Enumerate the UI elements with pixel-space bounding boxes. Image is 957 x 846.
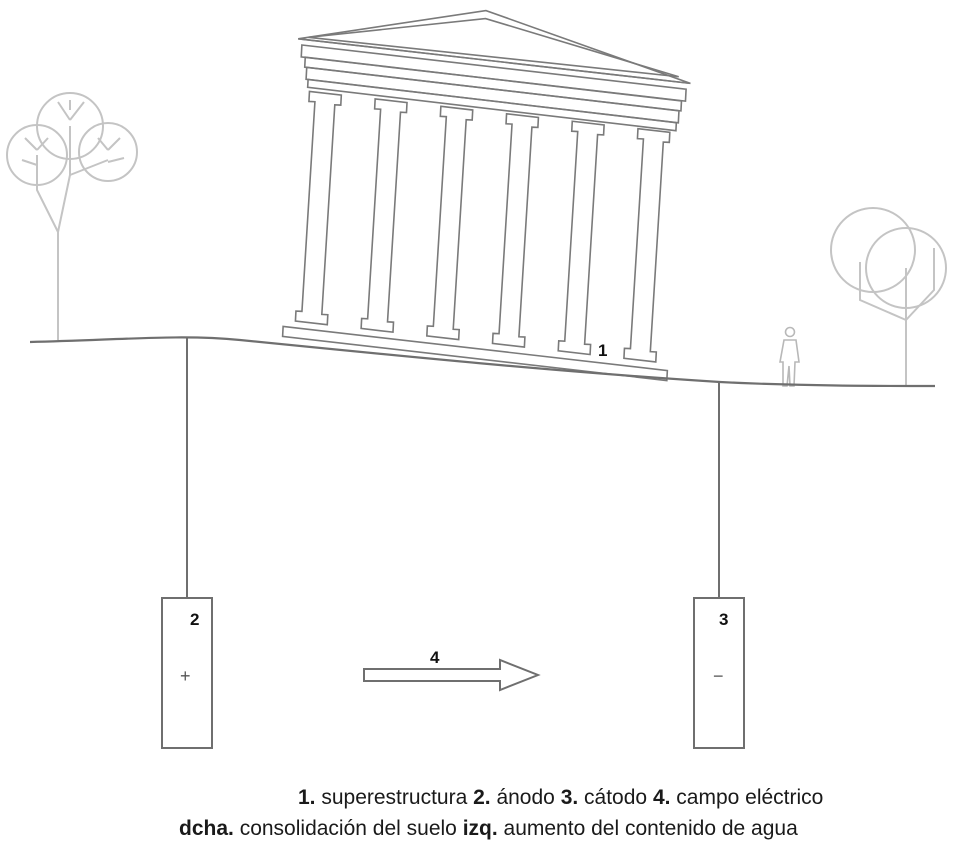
- legend-key: 1.: [298, 786, 316, 809]
- legend-text: consolidación del suelo: [233, 817, 463, 840]
- cathode-electrode: [693, 597, 745, 749]
- electric-field-arrow: [363, 658, 541, 692]
- legend-line-1: 1. superestructura 2. ánodo 3. cátodo 4.…: [298, 786, 957, 810]
- temple-superstructure: [281, 9, 691, 382]
- cathode-minus-sign: −: [713, 666, 724, 686]
- legend-key: 2.: [473, 786, 491, 809]
- label-superstructure: 1: [598, 341, 607, 360]
- legend-key: 4.: [652, 786, 671, 809]
- left-tree: [6, 92, 138, 340]
- anode-plus-sign: +: [180, 666, 191, 686]
- label-cathode: 3: [719, 610, 728, 629]
- legend-key: dcha.: [179, 817, 234, 840]
- anode-electrode: [161, 597, 213, 749]
- temple-columns: [294, 90, 671, 363]
- legend-text: cátodo: [578, 786, 653, 809]
- ground-line: [29, 336, 936, 388]
- legend-key: izq.: [462, 817, 498, 840]
- person-silhouette: [779, 326, 800, 387]
- right-tree: [830, 207, 947, 386]
- legend-text: aumento del contenido de agua: [497, 817, 798, 840]
- legend-text: ánodo: [490, 786, 561, 809]
- legend-text: campo eléctrico: [670, 786, 824, 809]
- legend-key: 3.: [560, 786, 579, 809]
- legend-line-2: dcha. consolidación del suelo izq. aumen…: [179, 817, 957, 841]
- legend-text: superestructura: [315, 786, 474, 809]
- label-field: 4: [430, 648, 440, 667]
- label-anode: 2: [190, 610, 199, 629]
